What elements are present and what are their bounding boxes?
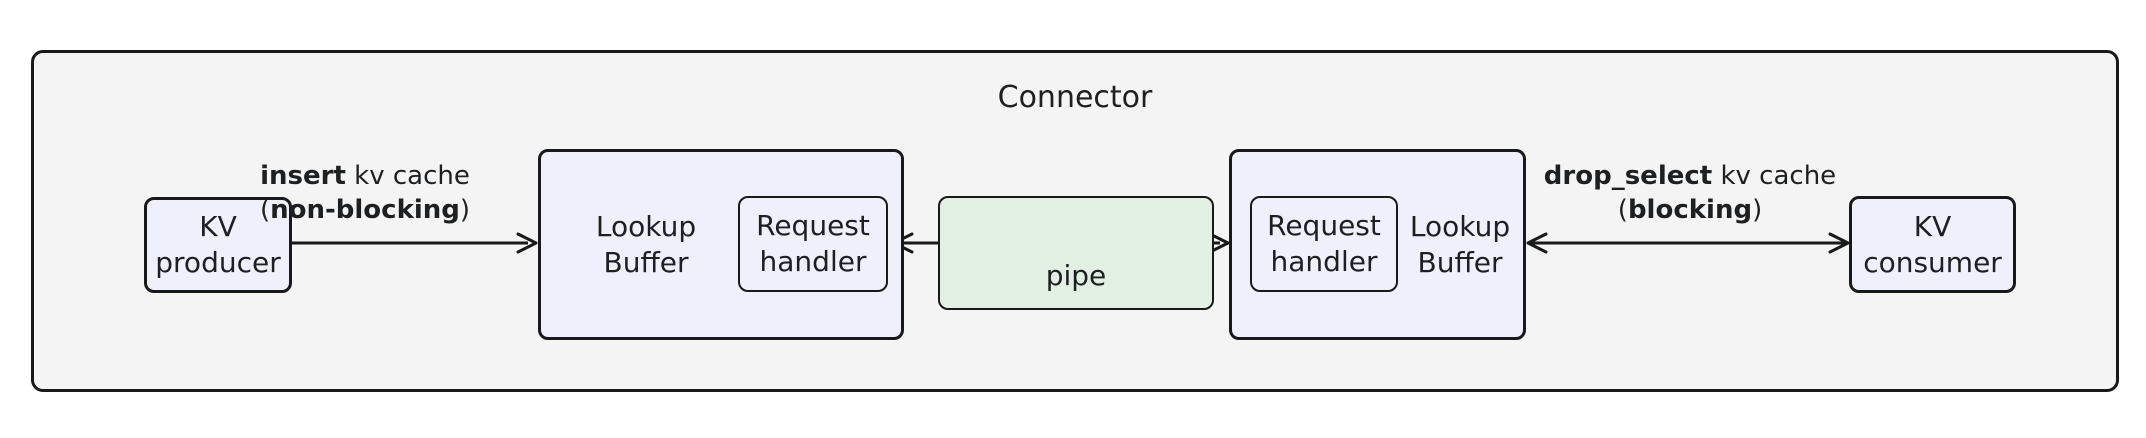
edge-label-insert-open: ( [259,194,271,225]
node-request-handler-left-label: Request handler [756,209,870,278]
edge-label-insert: insert kv cache (non-blocking) [185,160,545,228]
edge-label-drop-select-rest: kv cache [1712,161,1837,191]
node-request-handler-right[interactable]: Request handler [1250,196,1398,292]
edge-drop-select-arrow [1526,231,1850,255]
node-pipe[interactable]: pipe [938,196,1214,310]
node-pipe-label: pipe [1045,259,1107,293]
node-kv-producer-label: KV producer [155,210,281,279]
edge-label-insert-keyword: insert [260,161,346,191]
edge-label-drop-select-mode: blocking [1627,194,1753,225]
connector-title: Connector [997,80,1153,115]
edge-label-insert-mode: non-blocking [270,194,460,225]
edge-label-drop-select-open: ( [1617,194,1628,225]
node-kv-producer[interactable]: KV producer [144,197,292,293]
node-lookup-buffer-left-label: Lookup Buffer [595,210,697,279]
node-request-handler-left[interactable]: Request handler [738,196,888,292]
edge-label-drop-select-close: ) [1752,194,1763,225]
node-lookup-buffer-right-label: Lookup Buffer [1409,210,1511,279]
edge-insert-arrow [292,231,540,255]
edge-label-drop-select: drop_select kv cache (blocking) [1530,160,1850,228]
node-kv-consumer[interactable]: KV consumer [1849,196,2016,293]
edge-label-insert-rest: kv cache [345,161,470,191]
node-request-handler-right-label: Request handler [1267,209,1381,278]
node-kv-consumer-label: KV consumer [1863,209,2002,279]
edge-label-drop-select-keyword: drop_select [1543,161,1713,191]
edge-label-insert-close: ) [459,194,471,225]
